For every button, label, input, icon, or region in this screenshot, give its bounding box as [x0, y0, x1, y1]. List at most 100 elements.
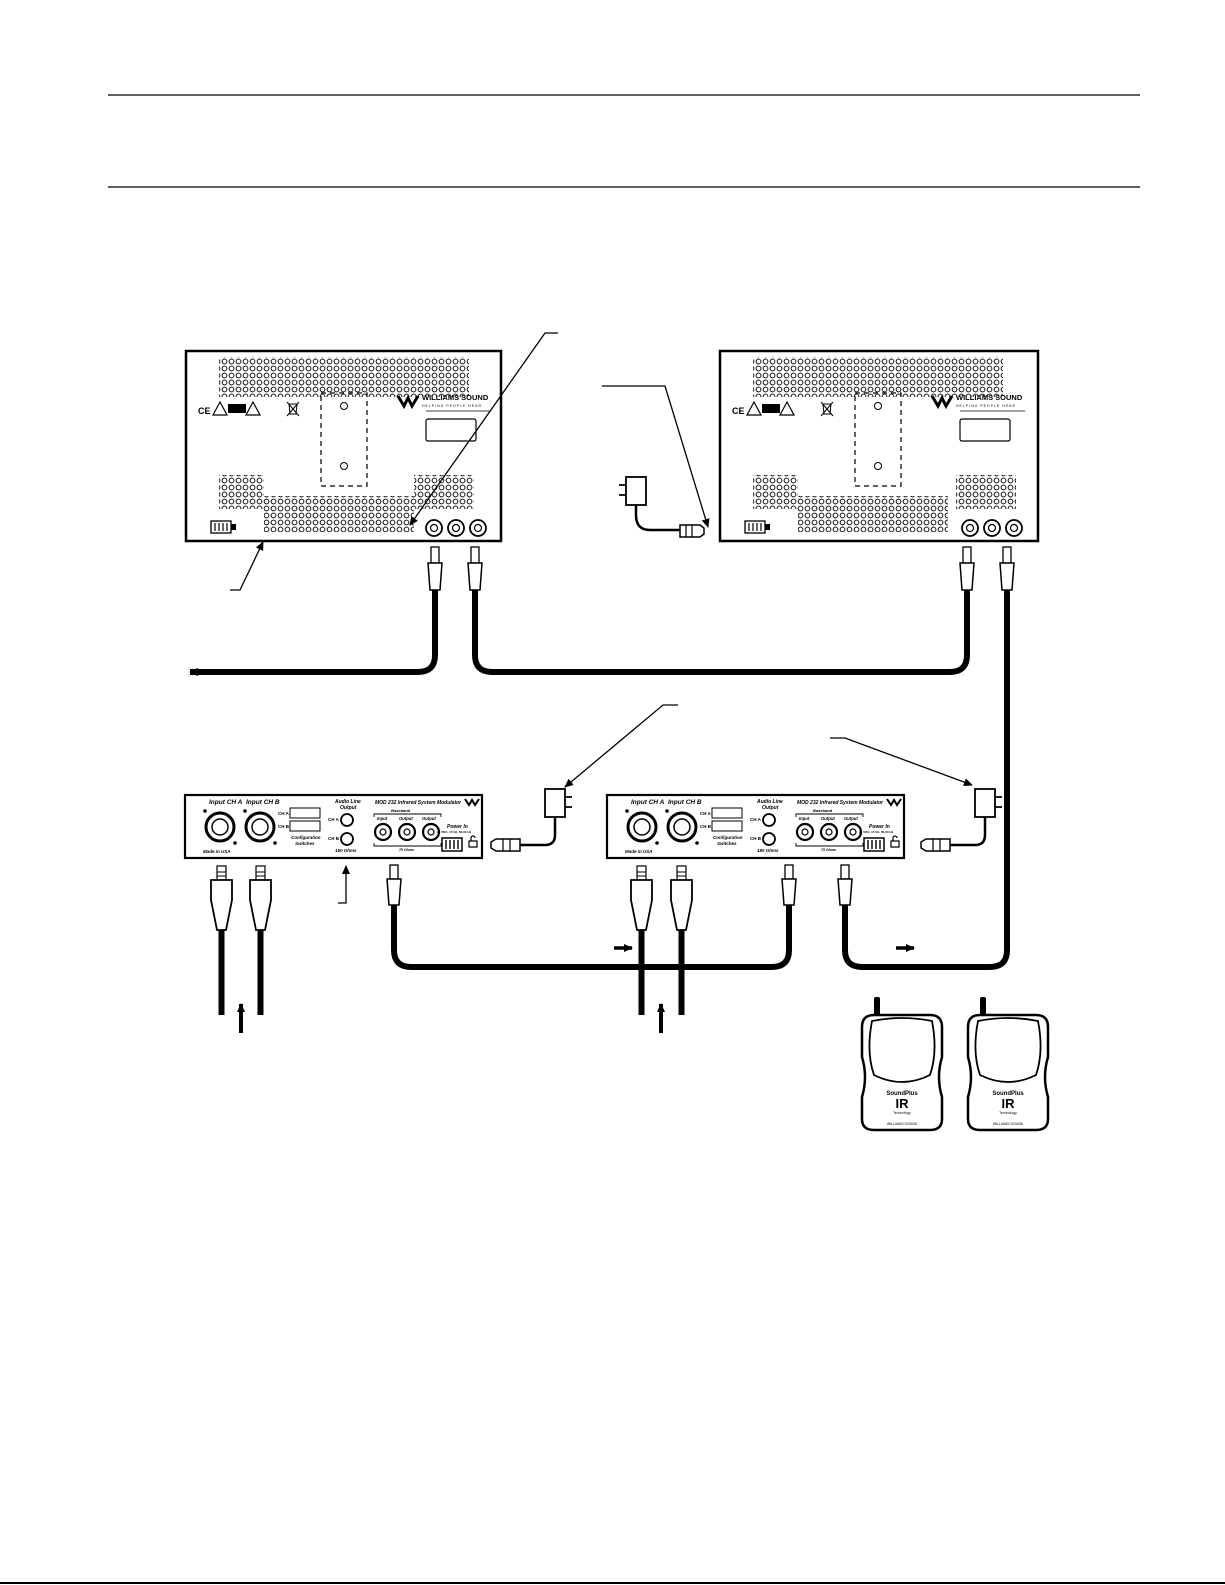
vent-grid-bottom-left — [753, 475, 798, 509]
power-adapter — [619, 476, 705, 538]
xlr-input-b-inner — [673, 818, 691, 836]
rca-line-out-b — [762, 832, 776, 846]
williams-logo-icon — [886, 798, 902, 807]
label-window — [425, 418, 477, 442]
adapter-plug-bands — [932, 839, 941, 851]
rca-jack — [1005, 519, 1023, 537]
bb-output-label: Output — [821, 816, 835, 821]
dip-switch-a — [711, 807, 743, 819]
cable-daisy-radiators — [472, 590, 970, 675]
mount-bracket — [320, 392, 368, 487]
power-jack-tab — [231, 524, 236, 530]
power-jack-pins — [748, 523, 762, 531]
line-ch-b-label: CH B — [750, 836, 762, 841]
ce-mark: CE — [732, 406, 745, 416]
receiver-body — [966, 1013, 1050, 1132]
xlr-plug-ring — [256, 871, 265, 877]
ohms150-label: 150 Ohms — [335, 848, 357, 853]
rca-jack — [961, 519, 979, 537]
warning-icon — [745, 400, 796, 416]
leader-line — [230, 541, 264, 591]
adapter-cord — [634, 505, 680, 532]
rca-jack-core — [473, 523, 483, 533]
bnc-plug-body — [837, 878, 853, 906]
bnc-connector — [843, 822, 863, 842]
baseband-label: Baseband — [391, 808, 411, 813]
vent-grid-top — [753, 357, 1003, 397]
bnc-core — [427, 828, 435, 836]
vent-grid-bottom-left — [219, 475, 264, 509]
adapter-body — [974, 788, 996, 818]
leader-line — [409, 332, 558, 526]
adapter-cord — [520, 817, 557, 847]
rca-plug — [1002, 546, 1012, 564]
power-spec-label: 24 VDC, 15 VA, 60-60 Hz — [859, 830, 894, 834]
receiver-sub: Technology — [893, 1111, 911, 1115]
brand-tagline: HELPING PEOPLE HEAR — [956, 404, 1016, 408]
audio-input-plugs-right — [614, 865, 693, 1033]
rca-jack — [469, 519, 487, 537]
receiver-brand: SoundPlus — [992, 1091, 1024, 1097]
rca-plug-body — [999, 562, 1015, 591]
bb-output2-label: Output — [422, 816, 436, 821]
config-label: Configuration — [291, 835, 321, 840]
modulator-panel: Input CH A Input CH B Made in USA CH A C… — [183, 793, 484, 860]
antenna — [874, 997, 880, 1017]
xlr-plug-body — [210, 879, 233, 931]
bnc-core — [403, 828, 411, 836]
receiver-maker: WILLIAMS SOUND — [993, 1122, 1024, 1126]
baseband-label: Baseband — [813, 808, 833, 813]
power-adapter — [920, 788, 1002, 852]
screw — [665, 809, 669, 813]
adapter-plug-bands — [502, 839, 511, 851]
audio-output-label: Output — [762, 805, 779, 811]
rca-plug — [962, 546, 972, 564]
warning-label — [228, 404, 246, 413]
xlr-input-a-inner — [633, 818, 651, 836]
mount-hole — [340, 402, 348, 410]
bnc-connector — [373, 822, 393, 842]
audio-output-label: Output — [340, 805, 357, 811]
radiator-panel: CE WILLIAMS SOUND HELPING PEOPLE HEAR — [718, 349, 1040, 543]
rca-jack-core — [429, 523, 439, 533]
williams-logo-icon — [464, 798, 480, 807]
mount-hole — [340, 462, 348, 470]
radiator-panel: CE WILLIAMS SOUND HELPING PEOPLE HEAR — [184, 349, 503, 543]
rca-line-out-a — [762, 813, 776, 827]
audio-line-label: Audio Line — [334, 799, 361, 805]
config-label: Configuration — [713, 835, 743, 840]
adapter-plug-bands — [685, 525, 693, 537]
line-ch-a-label: CH A — [328, 817, 340, 822]
baseband-bracket — [795, 813, 864, 847]
antenna — [980, 997, 986, 1017]
vent-grid-bottom-mid — [264, 496, 414, 532]
receiver-sub: Technology — [999, 1111, 1017, 1115]
bnc-plug — [784, 864, 794, 880]
bnc-plug — [840, 864, 850, 880]
callout-leaders-top — [230, 332, 710, 591]
ohms75-label: 75 Ohms — [821, 848, 836, 852]
screw — [695, 841, 699, 845]
receiver-window — [868, 1017, 936, 1083]
audio-input-plugs-left — [210, 865, 272, 1033]
xlr-plug-ring — [217, 871, 226, 877]
power-jack — [863, 837, 885, 852]
adapter-body — [544, 788, 566, 818]
dip-switch-b — [711, 820, 743, 832]
weee-bin-icon — [820, 401, 834, 417]
rca-plug — [470, 546, 480, 564]
screw — [203, 809, 207, 813]
brand-name: WILLIAMS SOUND — [422, 393, 489, 402]
cable-modulator-link — [391, 905, 792, 970]
dip-ch-a-label: CH A — [278, 811, 290, 816]
adapter-prongs — [565, 796, 572, 808]
label-window — [959, 418, 1011, 442]
mount-hole — [874, 462, 882, 470]
warning-icon — [211, 400, 262, 416]
bnc-plug-body — [386, 878, 402, 906]
bnc-core — [825, 828, 833, 836]
input-ch-b-label: Input CH B — [668, 799, 702, 806]
bnc-core — [379, 828, 387, 836]
xlr-plug-body — [630, 879, 653, 931]
